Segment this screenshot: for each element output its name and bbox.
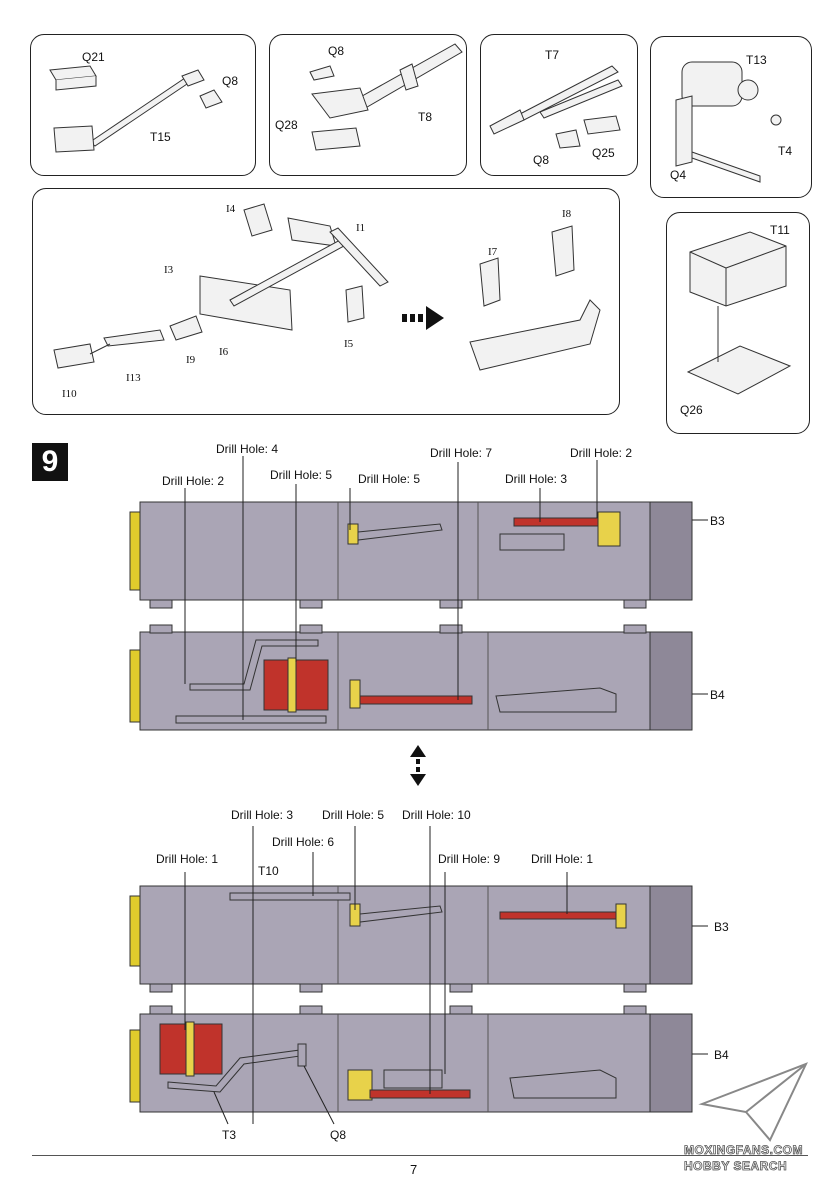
callout-drill-hole: Drill Hole: 5 [322, 808, 385, 822]
t13-tool-drawing [675, 61, 782, 183]
label-i5: I5 [344, 338, 354, 350]
callout-drill-hole: Drill Hole: 5 [270, 468, 333, 482]
top-box-b4 [129, 624, 693, 731]
t15-tool-drawing [49, 65, 223, 153]
top-mounted-tools [175, 511, 621, 724]
label-t10: T10 [258, 864, 279, 878]
label-t3: T3 [222, 1128, 237, 1142]
callout-drill-hole: Drill Hole: 7 [430, 446, 493, 460]
swap-arrow-icon [410, 745, 426, 786]
callout-drill-hole: Drill Hole: 3 [231, 808, 294, 822]
paper-plane-logo-icon [698, 1062, 808, 1142]
label-t8: T8 [418, 110, 433, 124]
watermark-line1: MOXINGFANS.COM [684, 1143, 804, 1158]
label-q8: Q8 [330, 1128, 347, 1142]
footer-divider [32, 1155, 808, 1156]
bottom-callout-lines [184, 826, 708, 1125]
callout-drill-hole: Drill Hole: 1 [156, 852, 219, 866]
label-q4: Q4 [670, 168, 687, 182]
label-i10: I10 [62, 388, 77, 400]
page-number: 7 [410, 1162, 418, 1177]
label-i1: I1 [356, 222, 366, 234]
callout-drill-hole: Drill Hole: 2 [570, 446, 633, 460]
label-q8: Q8 [533, 153, 550, 167]
label-b4: B4 [714, 1048, 729, 1062]
t11-tool-drawing [686, 231, 792, 395]
label-i8: I8 [562, 208, 572, 220]
callout-drill-hole: Drill Hole: 9 [438, 852, 501, 866]
watermark-line2: HOBBY SEARCH [684, 1159, 788, 1174]
label-t11: T11 [770, 223, 790, 237]
label-i13: I13 [126, 372, 141, 384]
label-q8: Q8 [222, 74, 239, 88]
callout-drill-hole: Drill Hole: 10 [402, 808, 471, 822]
label-q21: Q21 [82, 50, 105, 64]
top-callout-lines [184, 456, 708, 720]
callout-drill-hole: Drill Hole: 2 [162, 474, 225, 488]
label-t15: T15 [150, 130, 171, 144]
bottom-box-b3 [129, 885, 693, 993]
step-number-badge: 9 [32, 443, 68, 481]
panel-q21-t15 [30, 34, 256, 176]
direction-arrow-icon [402, 306, 444, 330]
callout-drill-hole: Drill Hole: 5 [358, 472, 421, 486]
label-q8: Q8 [328, 44, 345, 58]
bottom-mounted-tools [159, 892, 627, 1101]
label-t7: T7 [545, 48, 560, 62]
label-q25: Q25 [592, 146, 615, 160]
label-i4: I4 [226, 203, 236, 215]
i-assembly-drawing [53, 203, 601, 371]
label-i3: I3 [164, 264, 174, 276]
label-t13: T13 [746, 53, 767, 67]
callout-drill-hole: Drill Hole: 6 [272, 835, 335, 849]
t8-tool-drawing [309, 43, 463, 151]
label-q26: Q26 [680, 403, 703, 417]
t7-tool-drawing [489, 65, 623, 149]
callout-drill-hole: Drill Hole: 1 [531, 852, 594, 866]
label-b3: B3 [714, 920, 729, 934]
label-i9: I9 [186, 354, 196, 366]
label-i6: I6 [219, 346, 229, 358]
callout-drill-hole: Drill Hole: 3 [505, 472, 568, 486]
callout-drill-hole: Drill Hole: 4 [216, 442, 279, 456]
label-q28: Q28 [275, 118, 298, 132]
label-b4: B4 [710, 688, 725, 702]
label-i7: I7 [488, 246, 498, 258]
label-b3: B3 [710, 514, 725, 528]
label-t4: T4 [778, 144, 793, 158]
